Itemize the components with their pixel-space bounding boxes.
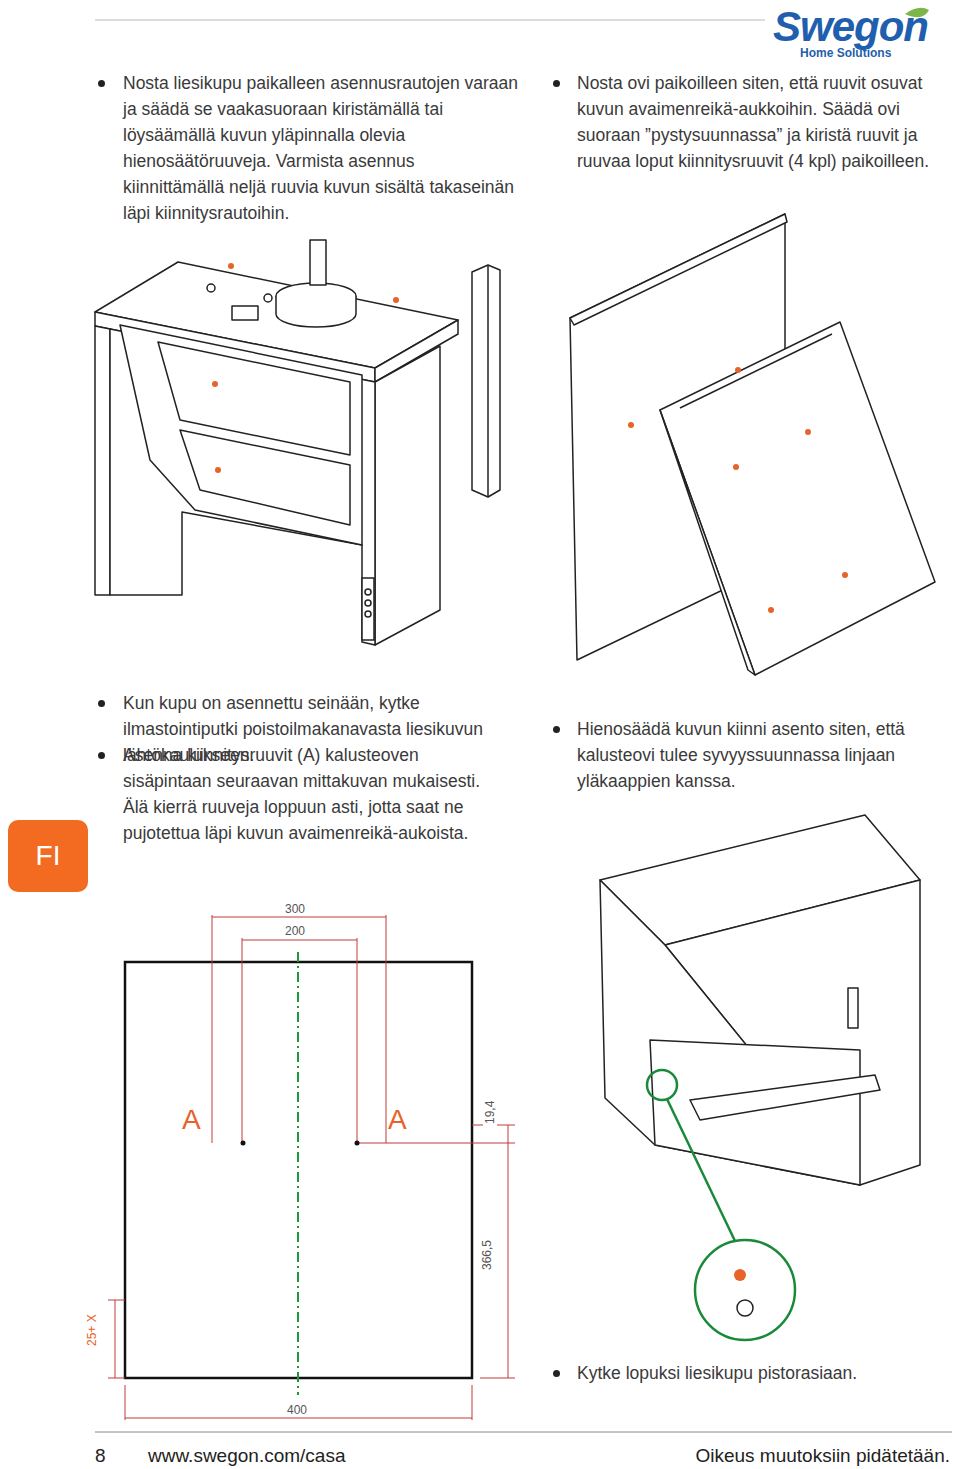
footer-text: Oikeus muutoksiin pidätetään. (695, 1444, 950, 1467)
bullet-dot (553, 80, 560, 87)
dimension-label: 19,4 (483, 1099, 497, 1126)
dimension-label: 366,5 (480, 1238, 494, 1272)
bullet-dot (98, 80, 105, 87)
dimension-label: 25+ X (85, 1312, 99, 1348)
dimension-label: 200 (285, 924, 305, 938)
bullet-dot (553, 1370, 560, 1377)
bullet-dot (98, 752, 105, 759)
logo-text: Home Solutions (800, 46, 891, 60)
bullet-dot (553, 726, 560, 733)
instruction-text: Nosta liesikupu paikalleen asennusrautoj… (123, 70, 518, 226)
logo-text: Swegon (773, 2, 928, 52)
language-tab: FI (8, 820, 88, 892)
dimension-label: 300 (285, 902, 305, 916)
footer-text: 8 (95, 1444, 106, 1467)
dimension-label: 400 (287, 1403, 307, 1417)
footer-text: www.swegon.com/casa (148, 1444, 345, 1467)
bullet-dot (98, 700, 105, 707)
language-code: FI (36, 840, 61, 872)
dimension-label: A (388, 1103, 407, 1137)
instruction-text: Nosta ovi paikoilleen siten, että ruuvit… (577, 70, 952, 174)
dimension-label: A (182, 1103, 201, 1137)
instruction-text: Asenna kiinnitysruuvit (A) kalusteoven s… (123, 742, 483, 846)
instruction-text: Kytke lopuksi liesikupu pistorasiaan. (577, 1360, 937, 1386)
instruction-text: Hienosäädä kuvun kiinni asento siten, et… (577, 716, 949, 794)
